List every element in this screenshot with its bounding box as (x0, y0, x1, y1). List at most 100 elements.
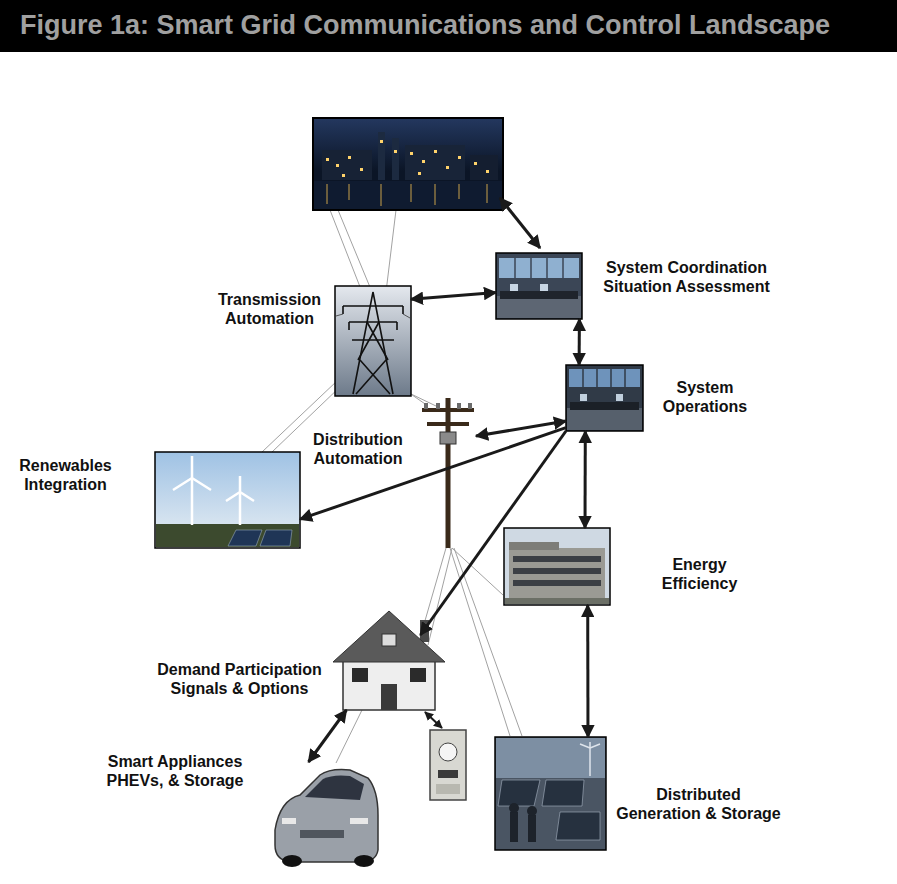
power-plant-photo (381, 184, 382, 206)
plug-in-car (282, 818, 296, 824)
house-drawing (343, 655, 435, 710)
plug-in-car (305, 775, 364, 800)
power-plant-photo (313, 118, 503, 210)
distributed-generation-photo (527, 806, 537, 816)
power-plant-photo (422, 160, 425, 163)
control-room-photo (496, 253, 582, 319)
node-label: System Operations (655, 378, 755, 416)
power-plant-photo (411, 184, 412, 202)
distributed-generation-photo (590, 744, 600, 748)
plug-in-car (350, 818, 368, 824)
power-wire (330, 210, 362, 292)
photo-node: Renewables Integration (155, 452, 300, 548)
building-photo (513, 580, 601, 586)
distributed-generation-photo (509, 803, 537, 842)
arrow-connector (300, 428, 566, 520)
house-drawing (381, 684, 397, 710)
power-plant-photo (380, 140, 383, 143)
distributed-generation-photo (580, 742, 600, 776)
utility-pole (446, 398, 451, 548)
building-photo (513, 556, 601, 562)
power-plant-photo (327, 184, 328, 204)
transmission-tower-photo (356, 322, 390, 394)
operations-room-photo (616, 394, 623, 401)
power-plant-photo (487, 184, 488, 203)
node-label: Energy Efficiency (652, 555, 747, 593)
arrow-connector (420, 431, 566, 635)
plug-in-car (275, 770, 378, 867)
power-plant-photo (470, 155, 498, 180)
power-wire (386, 210, 396, 292)
operations-room-photo (610, 369, 612, 387)
power-wire (338, 210, 372, 292)
control-room-photo (496, 253, 582, 319)
power-plant-photo (327, 184, 487, 206)
operations-room-photo (624, 369, 626, 387)
wind-solar-photo (191, 478, 194, 525)
control-room-photo (530, 258, 532, 278)
control-room-photo (510, 284, 518, 291)
power-plant-photo (459, 184, 460, 199)
utility-pole (424, 403, 472, 409)
plug-in-car (275, 770, 378, 862)
house-drawing (410, 668, 426, 682)
control-room-photo (546, 258, 548, 278)
power-plant-photo (313, 118, 503, 210)
operations-room-photo (570, 402, 639, 410)
control-room-photo (500, 291, 578, 299)
power-plant-photo (349, 184, 350, 200)
power-plant-photo (458, 156, 461, 159)
operations-room-photo (583, 369, 625, 387)
wind-solar-photo (155, 452, 300, 548)
transmission-tower-photo (403, 314, 410, 318)
wind-solar-photo (173, 456, 254, 525)
transmission-tower-photo (343, 306, 403, 340)
building-photo (505, 598, 609, 604)
plug-in-car (354, 855, 374, 867)
distributed-generation-photo (580, 744, 590, 748)
distributed-generation-photo (495, 737, 606, 850)
photo-node: Distributed Generation & Storage (495, 737, 606, 850)
operations-room-photo (596, 369, 598, 387)
power-plant-photo (434, 150, 437, 153)
photo-node: Energy Efficiency (504, 528, 610, 605)
wind-solar-photo (228, 530, 262, 546)
power-plant-photo (446, 166, 449, 169)
power-plant-photo (394, 150, 397, 153)
arrow-connector (309, 710, 347, 762)
building-photo (513, 568, 601, 574)
operations-room-photo (566, 365, 643, 431)
power-plant-photo (474, 162, 477, 165)
smart-meter (430, 730, 466, 800)
operations-room-photo (567, 408, 642, 430)
wind-solar-photo (156, 524, 299, 547)
building-photo (509, 542, 559, 550)
plug-in-car (282, 855, 302, 867)
photo-node: System Coordination Situation Assessment (496, 253, 582, 319)
node-label: Smart Appliances PHEVs, & Storage (100, 752, 250, 790)
control-room-photo (515, 258, 563, 278)
distributed-generation-photo (510, 812, 518, 842)
power-wire (450, 548, 510, 736)
house-drawing (333, 611, 445, 662)
meter-arrow (425, 712, 442, 728)
wind-solar-photo (228, 530, 292, 546)
photo-node: System Operations (566, 365, 643, 431)
control-room-photo (562, 258, 564, 278)
arrow-connector (586, 605, 589, 737)
power-plant-photo (326, 140, 489, 177)
house-drawing (352, 668, 368, 682)
photo-node: Distribution Automation (420, 400, 476, 448)
utility-pole (436, 403, 440, 409)
building-photo (504, 528, 610, 605)
power-plant-photo (378, 132, 385, 180)
power-plant-photo (336, 164, 339, 167)
power-plant-photo (418, 172, 421, 175)
node-label: Renewables Integration (8, 456, 123, 494)
node-label: Distribution Automation (306, 430, 410, 468)
transmission-tower-photo (336, 314, 410, 318)
transmission-tower-photo (353, 292, 393, 394)
figure-title: Figure 1a: Smart Grid Communications and… (20, 10, 830, 41)
wind-solar-photo (226, 476, 254, 501)
